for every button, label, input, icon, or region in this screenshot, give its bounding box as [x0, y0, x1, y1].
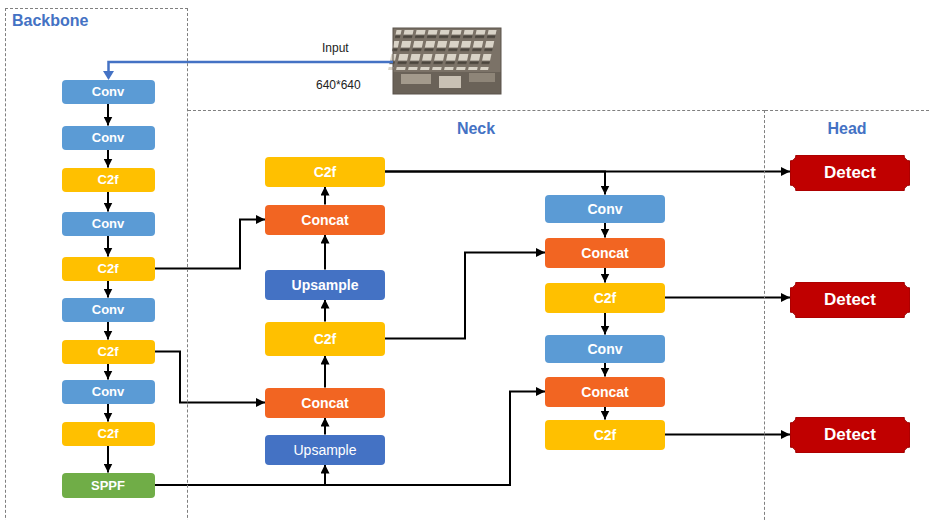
detect-outline	[790, 282, 910, 318]
flow-connector	[107, 150, 109, 168]
block-label: Concat	[301, 212, 348, 228]
flow-connector	[107, 236, 109, 257]
conv-block: Conv	[62, 380, 155, 404]
flow-connector	[604, 313, 606, 335]
concat-block: Concat	[545, 238, 665, 268]
upsample-block: Upsample	[265, 270, 385, 300]
c2f-block: C2f	[62, 168, 155, 192]
block-label: Conv	[92, 84, 125, 99]
block-label: Upsample	[293, 442, 356, 458]
c2f-block: C2f	[265, 322, 385, 356]
flow-connector	[107, 364, 109, 380]
conv-block: Conv	[62, 80, 155, 104]
block-label: C2f	[594, 290, 617, 306]
flow-connector	[155, 352, 266, 403]
flow-connector	[665, 297, 790, 299]
flow-connector	[107, 104, 109, 126]
block-label: C2f	[98, 172, 119, 187]
region-heading: Backbone	[12, 12, 187, 30]
block-label: Upsample	[292, 277, 359, 293]
region-heading: Head	[765, 120, 929, 138]
flow-connector	[324, 300, 326, 322]
block-label: Conv	[92, 130, 125, 145]
detect-outline	[790, 155, 910, 191]
block-label: Conv	[92, 302, 125, 317]
region-heading: Neck	[188, 120, 764, 138]
c2f-block: C2f	[62, 340, 155, 364]
conv-block: Conv	[62, 298, 155, 322]
flow-connector	[107, 192, 109, 212]
c2f-block: C2f	[265, 157, 385, 187]
neck-region: NeckC2fConcatUpsampleC2fConcatUpsampleCo…	[188, 110, 765, 520]
input-size-label: 640*640	[316, 78, 361, 92]
conv-block: Conv	[545, 195, 665, 223]
flow-connector	[155, 220, 266, 269]
flow-connector	[155, 465, 326, 486]
flow-connector	[385, 253, 545, 339]
block-label: Detect	[824, 425, 876, 445]
c2f-block: C2f	[62, 257, 155, 281]
flow-connector	[324, 418, 326, 435]
detect-block: Detect	[790, 155, 910, 191]
flow-connector	[324, 356, 326, 388]
c2f-block: C2f	[545, 283, 665, 313]
block-label: C2f	[314, 164, 337, 180]
conv-block: Conv	[545, 335, 665, 363]
backbone-region: BackboneConvConvC2fConvC2fConvC2fConvC2f…	[5, 8, 188, 520]
aerial-image	[388, 28, 501, 94]
block-label: Conv	[92, 384, 125, 399]
flow-connector	[324, 235, 326, 270]
flow-connector	[385, 172, 605, 195]
block-label: Detect	[824, 163, 876, 183]
flow-connector	[604, 223, 606, 238]
block-label: Conv	[92, 216, 125, 231]
block-label: Conv	[588, 201, 623, 217]
flow-connector	[107, 404, 109, 422]
c2f-block: C2f	[62, 422, 155, 446]
sppf-block: SPPF	[62, 473, 155, 498]
conv-block: Conv	[62, 212, 155, 236]
flow-connector	[604, 363, 606, 377]
flow-connector	[107, 446, 109, 473]
detect-block: Detect	[790, 282, 910, 318]
detect-outline	[790, 417, 910, 453]
block-label: Detect	[824, 290, 876, 310]
conv-block: Conv	[62, 126, 155, 150]
flow-connector	[665, 434, 790, 436]
input-arrowhead	[103, 71, 114, 80]
flow-connector	[604, 268, 606, 283]
concat-block: Concat	[545, 377, 665, 407]
input-arrow	[109, 62, 394, 72]
block-label: C2f	[98, 261, 119, 276]
block-label: C2f	[98, 344, 119, 359]
detect-block: Detect	[790, 417, 910, 453]
block-label: C2f	[314, 331, 337, 347]
input-label: Input	[322, 41, 349, 55]
block-label: Concat	[301, 395, 348, 411]
block-label: SPPF	[91, 478, 125, 493]
block-label: Conv	[588, 341, 623, 357]
upsample-block: Upsample	[265, 435, 385, 465]
flow-connector	[324, 187, 326, 205]
c2f-block: C2f	[545, 420, 665, 450]
block-label: Concat	[581, 384, 628, 400]
block-label: C2f	[98, 426, 119, 441]
block-label: Concat	[581, 245, 628, 261]
concat-block: Concat	[265, 388, 385, 418]
flow-connector	[107, 281, 109, 298]
block-label: C2f	[594, 427, 617, 443]
concat-block: Concat	[265, 205, 385, 235]
flow-connector	[604, 407, 606, 420]
head-region: HeadDetectDetectDetect	[765, 110, 929, 520]
flow-connector	[107, 322, 109, 340]
